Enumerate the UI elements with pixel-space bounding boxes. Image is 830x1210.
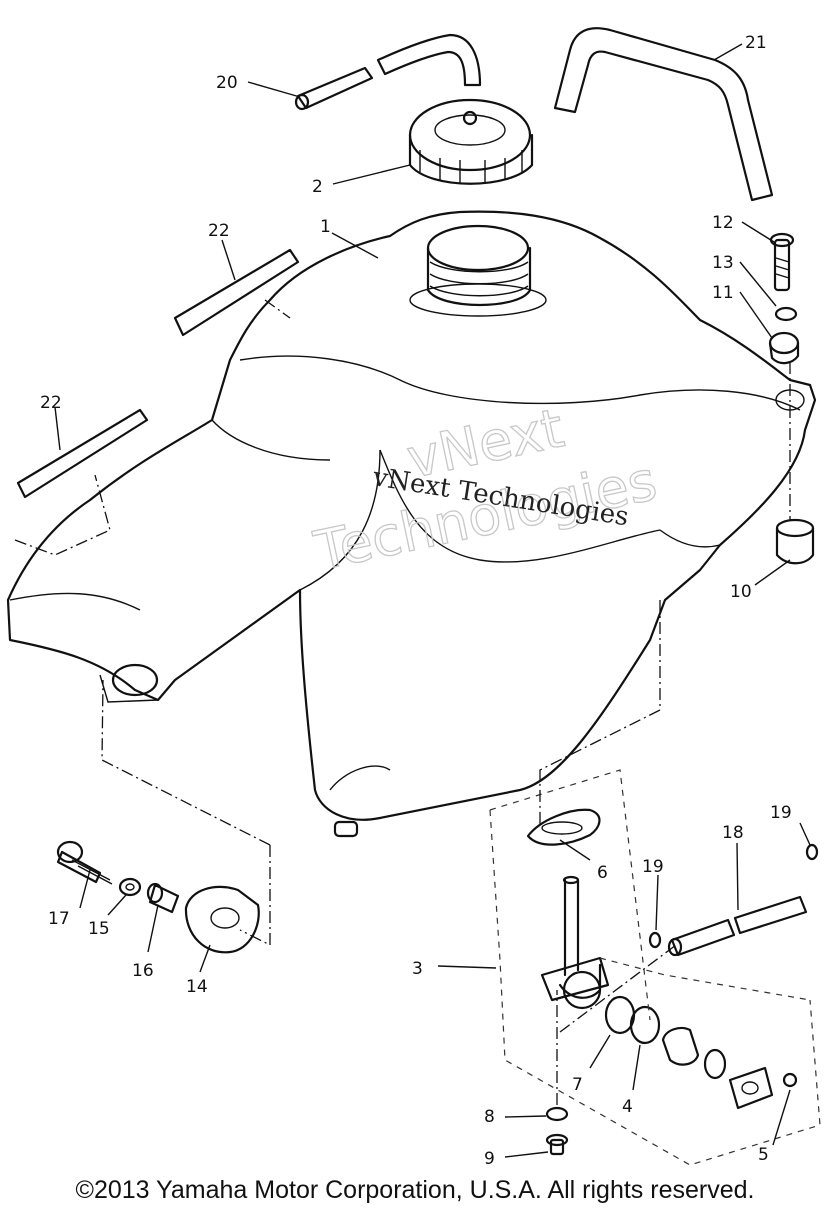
callout-20: 20 bbox=[216, 73, 238, 93]
callout-12: 12 bbox=[712, 213, 734, 233]
callout-14: 14 bbox=[186, 977, 208, 997]
callout-3: 3 bbox=[412, 959, 423, 979]
watermark: vNext Technologies vNext Technologies bbox=[308, 396, 663, 584]
breather-hose bbox=[294, 33, 482, 111]
callout-22b: 22 bbox=[40, 393, 62, 413]
fuel-tank-exploded-diagram: 1 2 3 4 5 6 7 8 9 10 11 12 13 14 15 16 1… bbox=[6, 27, 821, 1169]
callout-7: 7 bbox=[572, 1075, 583, 1095]
callout-22a: 22 bbox=[208, 221, 230, 241]
callout-17: 17 bbox=[48, 909, 70, 929]
callout-5: 5 bbox=[758, 1145, 769, 1165]
leader-lines bbox=[54, 43, 811, 1158]
callout-9: 9 bbox=[484, 1149, 495, 1169]
callout-1: 1 bbox=[320, 217, 331, 237]
rear-mount-parts bbox=[56, 840, 260, 954]
tank-band bbox=[553, 27, 774, 202]
assembly-lines bbox=[14, 299, 677, 1105]
callout-13: 13 bbox=[712, 253, 734, 273]
damper-strips bbox=[16, 248, 300, 499]
fuel-tank bbox=[6, 210, 817, 838]
callout-21: 21 bbox=[745, 33, 767, 53]
callout-15: 15 bbox=[88, 919, 110, 939]
callout-11: 11 bbox=[712, 283, 734, 303]
callout-6: 6 bbox=[597, 863, 608, 883]
callout-16: 16 bbox=[132, 961, 154, 981]
callout-numbers: 1 2 3 4 5 6 7 8 9 10 11 12 13 14 15 16 1… bbox=[40, 33, 792, 1169]
callout-19a: 19 bbox=[642, 857, 664, 877]
callout-8: 8 bbox=[484, 1107, 495, 1127]
callout-10: 10 bbox=[730, 582, 752, 602]
fuel-cap bbox=[408, 98, 534, 185]
callout-19b: 19 bbox=[770, 803, 792, 823]
front-mount-parts bbox=[768, 232, 815, 565]
callout-2: 2 bbox=[312, 177, 323, 197]
fuel-cock-assembly bbox=[489, 769, 821, 1166]
copyright-footer: ©2013 Yamaha Motor Corporation, U.S.A. A… bbox=[75, 1176, 755, 1204]
callout-4: 4 bbox=[622, 1097, 633, 1117]
callout-18: 18 bbox=[722, 823, 744, 843]
